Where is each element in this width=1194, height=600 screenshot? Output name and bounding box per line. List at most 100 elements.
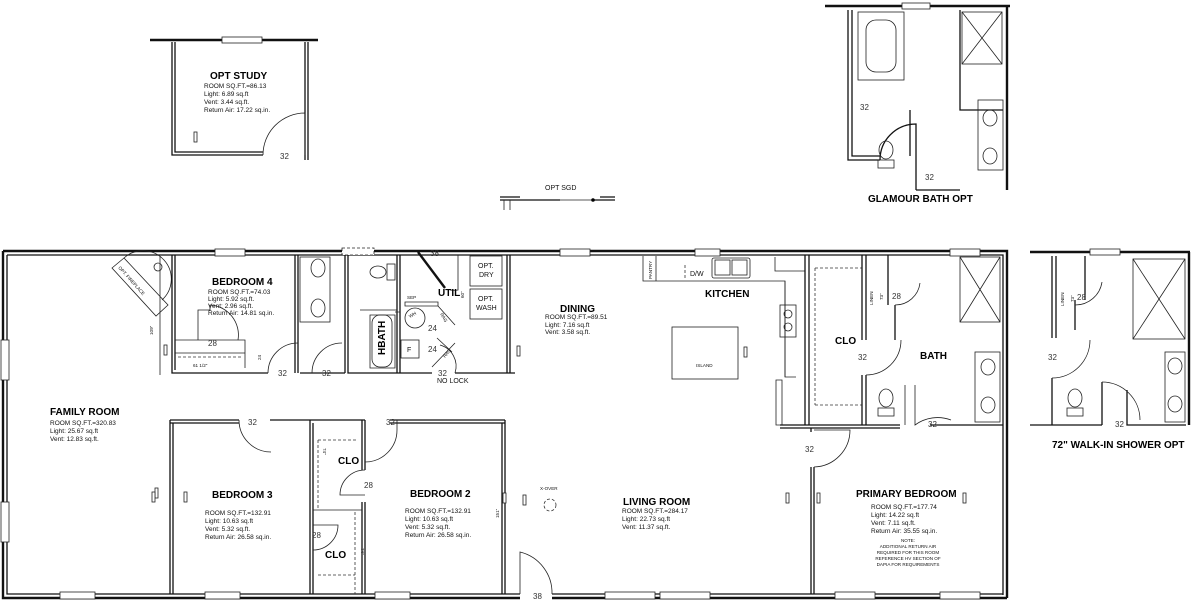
primary-suite-bath: CLO 32 LINEN 73" 28 BATH 32 <box>780 255 1003 429</box>
door-dim: 32 <box>386 418 395 427</box>
bedrooms-2-3: 32 CLO CLO 28 28 74" 74" 32 BEDROOM 3 RO… <box>151 418 507 594</box>
dim-label: 61 1/2" <box>193 363 208 368</box>
opt-wash-label: WASH <box>476 305 497 312</box>
room-vent: Vent: 12.83 sq.ft. <box>50 436 99 443</box>
room-light: Light: 22.73 sq.ft <box>622 516 670 523</box>
primary-bedroom-note: NOTE: ADDITIONAL RETURN AIR REQUIRED FOR… <box>875 538 941 567</box>
opt-dry-label: DRY <box>479 272 494 279</box>
bedroom-2-title: BEDROOM 2 <box>410 489 471 500</box>
closet-title: CLO <box>325 550 346 561</box>
room-sqft: ROOM SQ.FT.=320.83 <box>50 420 116 427</box>
room-light: Light: 10.63 sq.ft <box>205 518 253 525</box>
room-sqft: ROOM SQ.FT.=132.91 <box>405 508 471 515</box>
living-room-title: LIVING ROOM <box>623 497 690 508</box>
opt-sgd: OPT SGD <box>500 185 615 210</box>
door-dim: 32 <box>860 103 869 112</box>
opt-study-title: OPT STUDY <box>210 71 268 82</box>
room-vent: Vent: 2.96 sq.ft. <box>208 303 253 310</box>
door-dim: 32 <box>322 369 331 378</box>
room-sqft: ROOM SQ.FT.=89.51 <box>545 314 608 321</box>
room-vent: Vent: 7.11 sq.ft. <box>871 520 916 527</box>
room-return-air: Return Air: 26.58 sq.in. <box>405 532 471 539</box>
dim-label: 74" <box>360 548 365 555</box>
room-vent: Vent: 5.32 sq.ft. <box>205 526 250 533</box>
room-vent: Vent: 3.58 sq.ft. <box>545 329 590 336</box>
door-dim: 28 <box>892 292 901 301</box>
note-line: ADDITIONAL RETURN AIR <box>880 544 937 549</box>
rag-label: RAG <box>439 312 449 323</box>
glamour-bath-title: GLAMOUR BATH OPT <box>868 194 973 205</box>
room-vent: Vent: 3.44 sq.ft. <box>204 99 249 106</box>
dim-label: 24 <box>257 354 262 360</box>
door-dim: 38 <box>533 592 542 600</box>
door-dim: 32 <box>280 152 289 161</box>
room-light: Light: 14.22 sq.ft <box>871 512 919 519</box>
room-sqft: ROOM SQ.FT.=86.13 <box>204 83 267 90</box>
sep-label: SEP <box>407 295 416 300</box>
room-light: Light: 10.63 sq.ft <box>405 516 453 523</box>
island-label: ISLAND <box>696 363 713 368</box>
furnace-label: F <box>407 347 411 354</box>
door-dim: 28 <box>312 531 321 540</box>
main-plan-walls <box>0 247 1009 600</box>
dishwasher-label: D/W <box>690 271 704 278</box>
hbath-title: HBATH <box>377 321 388 355</box>
room-light: Light: 6.89 sq.ft <box>204 91 249 98</box>
family-room-title: FAMILY ROOM <box>50 407 119 418</box>
door-dim: 32 <box>928 420 937 429</box>
room-sqft: ROOM SQ.FT.=177.74 <box>871 504 937 511</box>
door-dim: 32 <box>925 173 934 182</box>
family-room: OPT. FIREPLACE 109" FAMILY ROOM ROOM SQ.… <box>50 250 172 499</box>
dim-label: 73" <box>879 293 884 300</box>
room-vent: Vent: 5.32 sq.ft. <box>405 524 450 531</box>
fireplace-label: OPT. FIREPLACE <box>117 265 145 296</box>
door-dim: 32 <box>438 369 447 378</box>
hall-bath-utility: 32 HBATH F WH SEP 24 24 RAG RAG 32 NO LO… <box>299 249 521 385</box>
note-line: REQUIRED FOR THIS ROOM <box>877 550 940 555</box>
dim-label: 109" <box>149 325 154 335</box>
room-vent: Vent: 11.37 sq.ft. <box>622 524 670 531</box>
door-dim: 32 <box>278 369 287 378</box>
dining-kitchen: DINING ROOM SQ.FT.=89.51 Light: 7.16 sq.… <box>545 256 806 426</box>
bedroom-4-title: BEDROOM 4 <box>212 277 273 288</box>
room-sqft: ROOM SQ.FT.=284.17 <box>622 508 688 515</box>
opt-study-inset: OPT STUDY ROOM SQ.FT.=86.13 Light: 6.89 … <box>150 36 318 161</box>
room-light: Light: 5.92 sq.ft. <box>208 296 254 303</box>
note-line: DAPIA FOR REQUIREMENTS <box>877 562 940 567</box>
room-sqft: ROOM SQ.FT.=132.91 <box>205 510 271 517</box>
closet-title: CLO <box>338 456 359 467</box>
door-dim: 38 <box>430 249 439 258</box>
rag-label: RAG <box>442 347 453 358</box>
walkin-shower-inset: LINEN 73" 28 32 32 72" WALK-IN SHOWER OP… <box>1030 248 1191 451</box>
room-sqft: ROOM SQ.FT.=74.03 <box>208 289 271 296</box>
bedroom-4: BEDROOM 4 ROOM SQ.FT.=74.03 Light: 5.92 … <box>163 255 345 378</box>
no-lock-label: NO LOCK <box>437 378 469 385</box>
dim-label: 73" <box>1070 295 1075 302</box>
door-dim: 32 <box>1115 420 1124 429</box>
door-dim: 32 <box>1048 353 1057 362</box>
door-dim: 32 <box>805 445 814 454</box>
opt-wash-label: OPT. <box>478 296 494 303</box>
door-dim: 24 <box>428 324 437 333</box>
bath-title: BATH <box>920 351 947 362</box>
room-return-air: Return Air: 17.22 sq.in. <box>204 107 270 114</box>
door-dim: 32 <box>248 418 257 427</box>
door-dim: 28 <box>364 481 373 490</box>
room-return-air: Return Air: 35.55 sq.in. <box>871 528 937 535</box>
xover-label: X-OVER <box>540 486 558 491</box>
note-line: REFERENCE HV SECTION OF <box>875 556 941 561</box>
glamour-bath-inset: 32 32 GLAMOUR BATH OPT <box>825 2 1010 205</box>
walkin-shower-title: 72" WALK-IN SHOWER OPT <box>1052 440 1185 451</box>
water-heater-label: WH <box>408 311 417 319</box>
dim-label: 60" <box>460 291 465 298</box>
primary-closet-title: CLO <box>835 336 856 347</box>
door-dim: 32 <box>858 353 867 362</box>
room-light: Light: 7.16 sq.ft <box>545 322 590 329</box>
door-dim: 24 <box>428 345 437 354</box>
linen-label: LINEN <box>869 291 874 305</box>
primary-bedroom-title: PRIMARY BEDROOM <box>856 489 957 500</box>
room-return-air: Return Air: 26.58 sq.in. <box>205 534 271 541</box>
dim-label: 74" <box>322 448 327 455</box>
door-dim: 28 <box>1077 293 1086 302</box>
